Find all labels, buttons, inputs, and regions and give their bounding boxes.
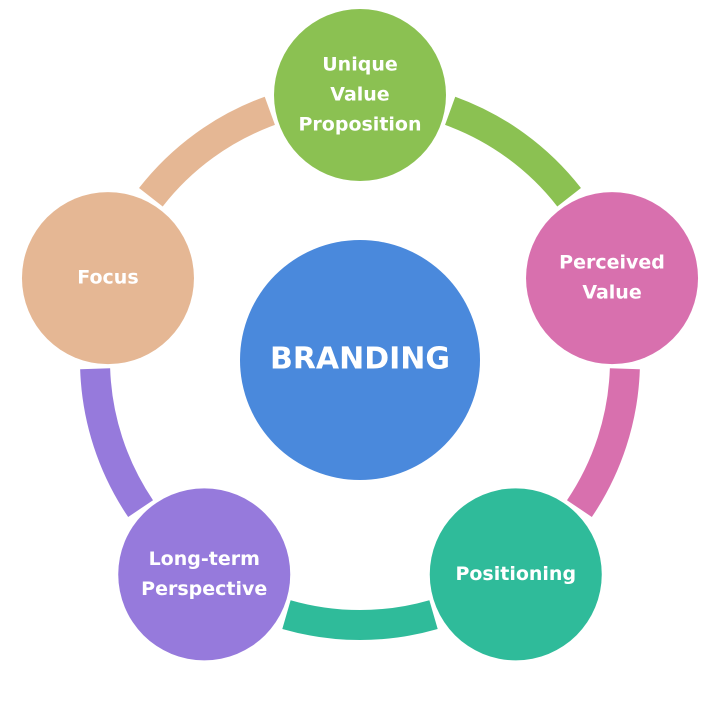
node-label-line: Proposition [299,114,422,136]
node-label-line: Focus [77,267,138,289]
node-label-line: Value [582,282,641,304]
node-positioning: Positioning [429,488,602,661]
node-circle [274,9,446,181]
connector-arcs [80,96,640,640]
node-label-line: Unique [322,54,397,76]
node-circle [429,488,602,661]
node-circle [21,192,194,365]
center-circle [240,240,480,480]
arc-after-focus [139,96,276,207]
node-label-line: Long-term [149,548,260,570]
arc-after-long-term-perspective [80,368,154,518]
arc-after-unique-value-proposition [444,96,581,207]
node-focus: Focus [21,192,194,365]
center-label: BRANDING [270,342,450,377]
node-label-line: Perspective [141,578,267,600]
node-label-line: Perceived [559,252,665,274]
node-label-line: Value [330,84,389,106]
arc-after-positioning [282,600,438,640]
node-circle [118,488,291,661]
node-circle [526,192,699,365]
node-label-line: Positioning [455,563,576,585]
arc-after-perceived-value [566,368,640,518]
cycle-nodes: UniqueValuePropositionPerceivedValuePosi… [21,9,699,661]
